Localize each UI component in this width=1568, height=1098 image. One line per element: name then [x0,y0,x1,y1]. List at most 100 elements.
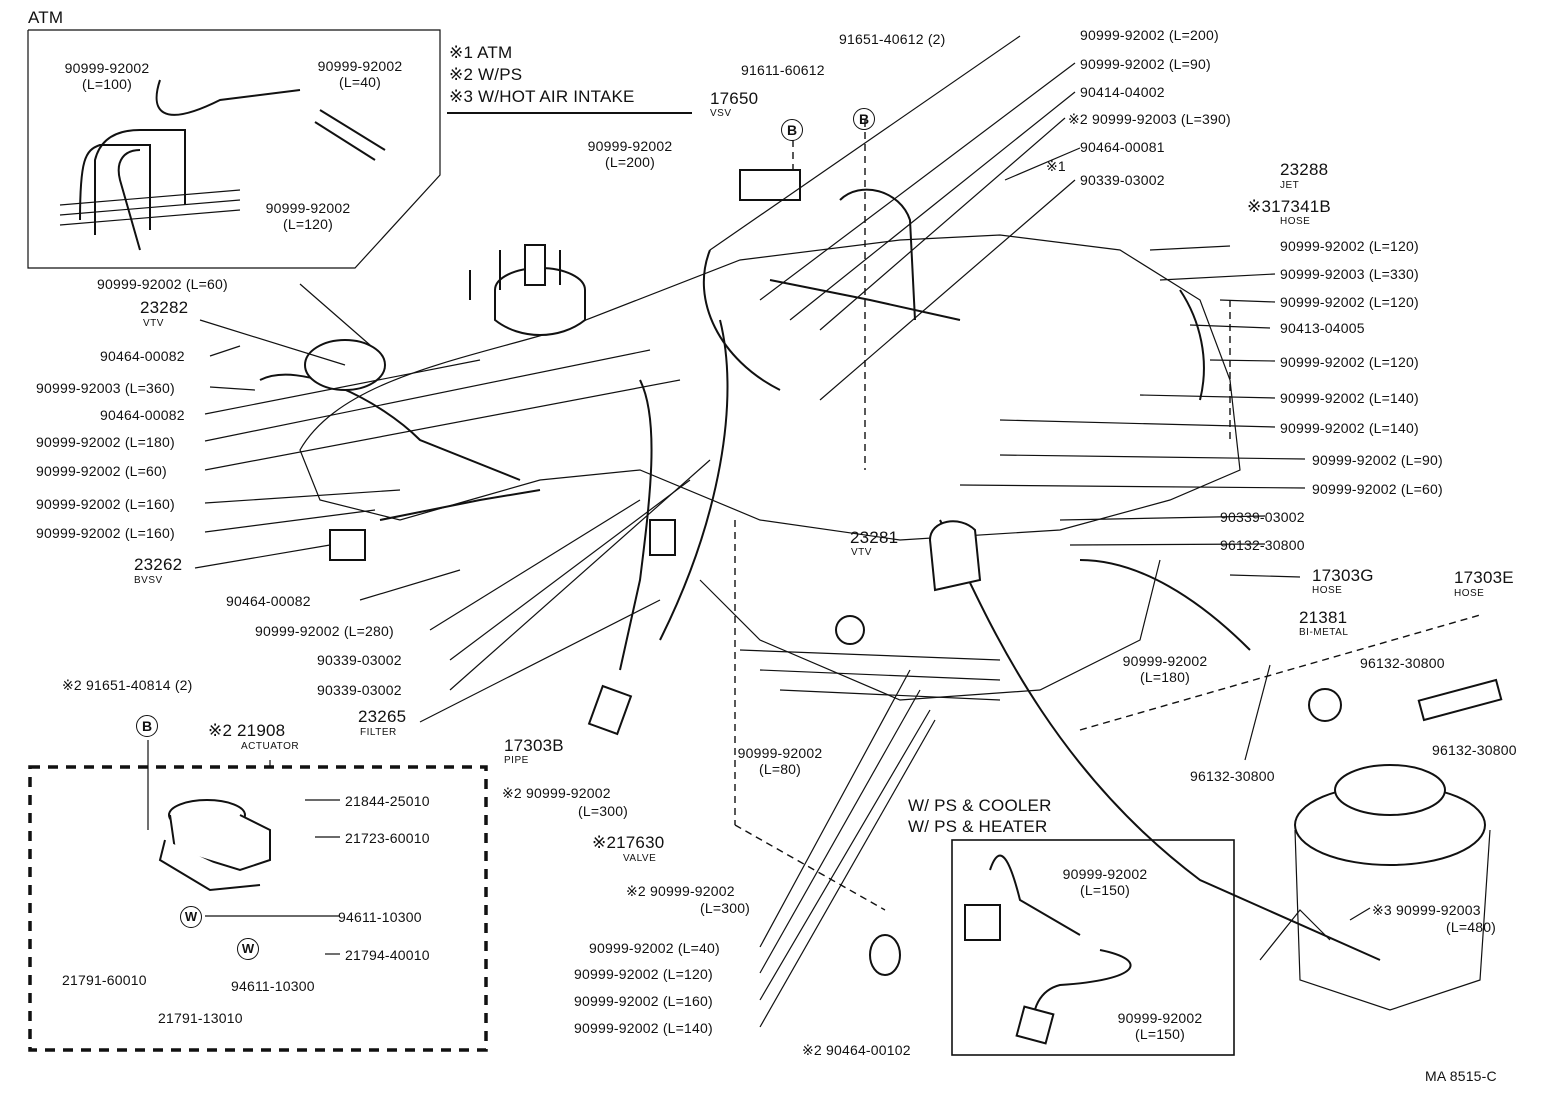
right-label-5: ※1 [1046,158,1066,174]
ps-valve [1015,1005,1055,1045]
label-21381: 21381 [1299,608,1348,627]
inset-hose-1 [79,144,151,230]
actuator-box-frame [28,765,488,1052]
left-label-3: 90464-00082 [100,407,185,423]
label-17341b-sub: HOSE [1280,216,1311,227]
ref-line-e [734,824,886,911]
sensor-switch [649,519,676,556]
right-label-12: 90999-92002 (L=140) [1280,390,1419,406]
label-21381-sub: BI-METAL [1299,627,1349,638]
label-23282: 23282 [140,298,189,317]
actuator-label-5: 21791-60010 [62,972,147,988]
engine-lower [699,559,1161,701]
bottom-label-3: 90999-92002 (L=140) [574,1020,713,1036]
left-label-2: 90999-92003 (L=360) [36,380,175,396]
inset-hose-3 [155,79,301,116]
label-17303e-sub: HOSE [1454,588,1485,599]
hose-f [1179,289,1205,401]
label-23265: 23265 [358,707,407,726]
label-hose-l300-a: ※2 90999-92002 [502,785,611,801]
ps-box-frame [951,839,1235,1056]
inset-label-l120: 90999-92002(L=120) [265,200,351,232]
inset-hose-5 [314,121,376,161]
left-label-0: 90999-92002 (L=60) [97,276,228,292]
actuator-body [169,814,271,872]
label-23288-sub: JET [1280,180,1300,191]
label-hose-l300-b-spec: (L=300) [700,900,751,916]
inset-label-l100: 90999-92002(L=100) [64,60,150,92]
intake-runners [739,649,1001,701]
bi-metal-valve [1308,688,1342,722]
leader-lines [194,35,1371,1028]
callout-b-2: B [853,108,875,130]
hose-g [259,373,521,481]
left-label-6: 90999-92002 (L=160) [36,496,175,512]
right-label-3: ※2 90999-92003 (L=390) [1068,111,1231,127]
right-label-0: 90999-92002 (L=200) [1080,27,1219,43]
vsv-17650 [739,169,801,201]
ps-hose-1 [989,854,1081,936]
bottom-label-4: ※2 90464-00102 [802,1042,911,1058]
right-label-4: 90464-00081 [1080,139,1165,155]
right-label-17: 96132-30800 [1220,537,1305,553]
air-cleaner-cap [1334,764,1446,816]
bottom-label-2: 90999-92002 (L=160) [574,993,713,1009]
right-label-16: 90339-03002 [1220,509,1305,525]
legend-item-wps: ※2 W/PS [449,65,523,84]
actuator-label-4: 94611-10300 [231,978,315,994]
left-label-8: 90464-00082 [226,593,311,609]
atm-inset-title: ATM [28,8,64,27]
hose-c [702,249,781,391]
label-23281: 23281 [850,528,899,547]
label-23288: 23288 [1280,160,1329,179]
ps-label-l150-b: 90999-92002(L=150) [1117,1010,1203,1042]
right-label-6: 90339-03002 [1080,172,1165,188]
left-label-1: 90464-00082 [100,348,185,364]
label-17650: 17650 [710,89,759,108]
ref-line-f [1079,614,1481,731]
left-label-7: 90999-92002 (L=160) [36,525,175,541]
label-17650-sub: VSV [710,108,732,119]
vtv-23281 [835,615,865,645]
label-hot-air-hose: ※3 90999-92003 [1372,902,1481,918]
label-hose-l80: 90999-92002(L=80) [737,745,823,777]
ps-header-cooler: W/ PS & COOLER [908,796,1052,815]
label-hose-l180-center: 90999-92002(L=180) [1122,653,1208,685]
bvsv-23262 [329,529,366,561]
label-23262-sub: BVSV [134,575,163,586]
label-hot-air-hose-spec: (L=480) [1446,919,1497,935]
label-23265-sub: FILTER [360,727,397,738]
air-cleaner-body [1294,829,1491,1011]
right-label-9: 90999-92002 (L=120) [1280,294,1419,310]
left-label-4: 90999-92002 (L=180) [36,434,175,450]
left-label-11: 90339-03002 [317,682,402,698]
distributor-post [524,244,546,286]
hose-pipe-a [619,379,653,671]
hose-17303e [1417,678,1503,722]
actuator-bracket [158,839,261,892]
clamp-90464-00102 [869,934,901,976]
bottom-label-1: 90999-92002 (L=120) [574,966,713,982]
label-hose-l300-b: ※2 90999-92002 [626,883,735,899]
figure-code: MA 8515-C [1425,1068,1497,1084]
label-17630: ※217630 [592,833,665,852]
right-label-7: 90999-92002 (L=120) [1280,238,1419,254]
bottom-label-0: 90999-92002 (L=40) [589,940,720,956]
left-label-10: 90339-03002 [317,652,402,668]
ps-header-heater: W/ PS & HEATER [908,817,1048,836]
label-91651-40612: 91651-40612 (2) [839,31,946,47]
right-label-10: 90413-04005 [1280,320,1365,336]
callout-b-1: B [781,119,803,141]
label-17303b-sub: PIPE [504,755,529,766]
right-label-15: 90999-92002 (L=60) [1312,481,1443,497]
label-96132-a: 96132-30800 [1360,655,1445,671]
valve-17630 [587,684,633,736]
ps-label-l150-a: 90999-92002(L=150) [1062,866,1148,898]
right-label-8: 90999-92003 (L=330) [1280,266,1419,282]
label-23282-sub: VTV [143,318,164,329]
label-17630-sub: VALVE [623,853,657,864]
inset-hose-2 [94,129,186,235]
callout-b-3: B [136,715,158,737]
